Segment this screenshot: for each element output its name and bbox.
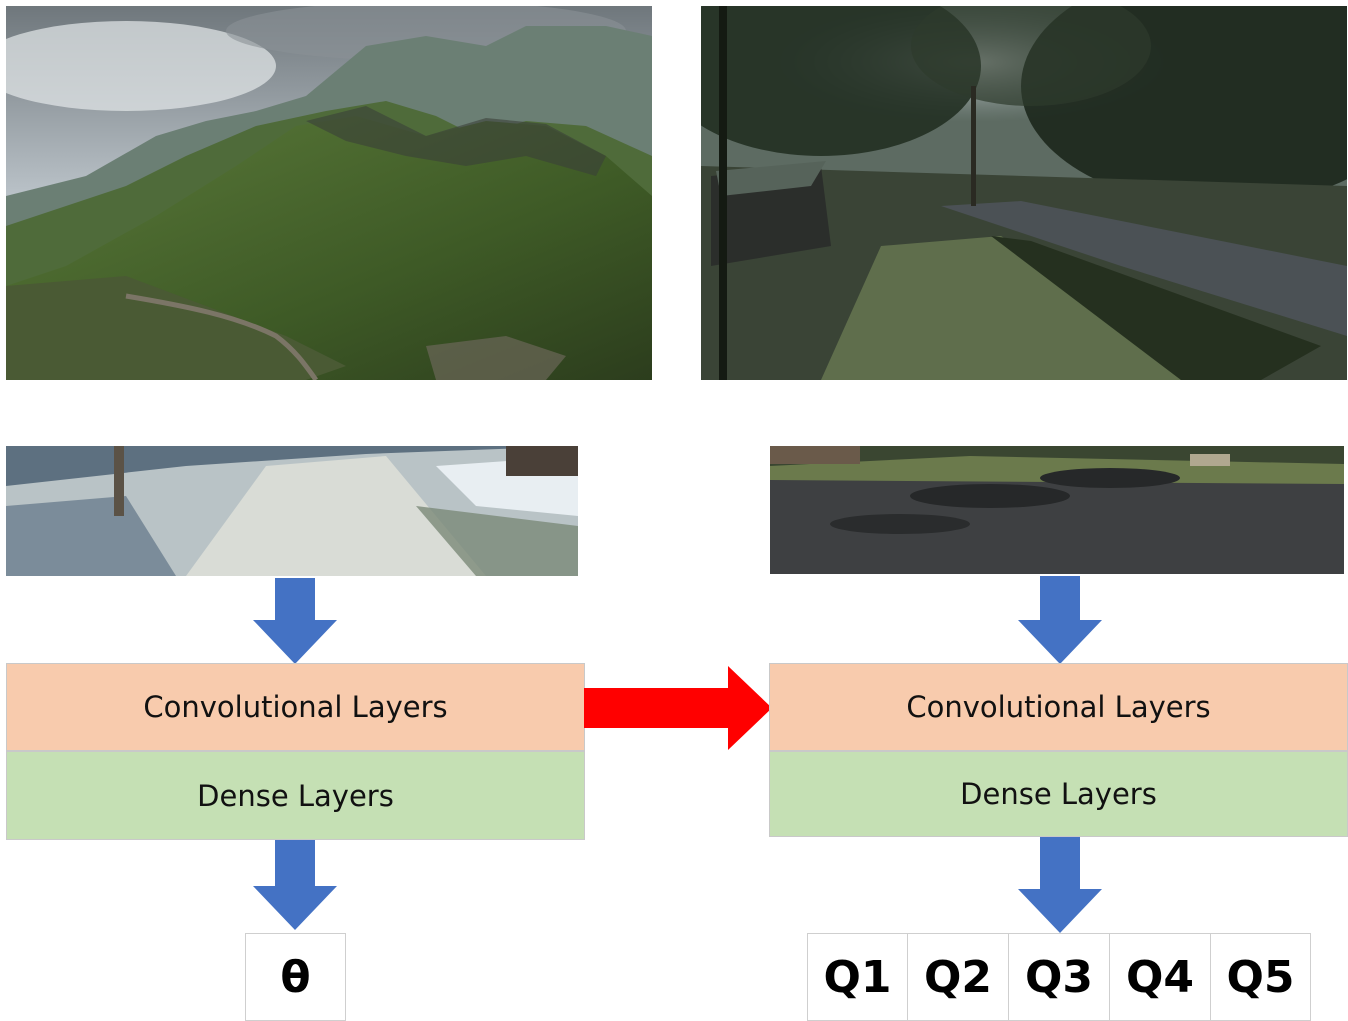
right-dense-label: Dense Layers: [960, 777, 1157, 811]
theta-output-box: θ: [245, 933, 346, 1021]
snowy-road-image: [6, 446, 578, 576]
q2-output-box: Q2: [907, 933, 1009, 1021]
q3-output-label: Q3: [1024, 951, 1094, 1003]
q1-output-label: Q1: [823, 951, 892, 1003]
asphalt-road-image: [770, 446, 1344, 574]
input-flow-arrow-right: [1018, 576, 1102, 664]
right-conv-label: Convolutional Layers: [906, 690, 1211, 724]
left-convolutional-layers: Convolutional Layers: [6, 663, 585, 751]
right-convolutional-layers: Convolutional Layers: [769, 663, 1348, 751]
q1-output-box: Q1: [807, 933, 908, 1021]
q5-output-box: Q5: [1210, 933, 1311, 1021]
theta-output-label: θ: [280, 951, 311, 1003]
q4-output-label: Q4: [1125, 951, 1195, 1003]
output-flow-arrow-right: [1018, 837, 1102, 933]
left-conv-label: Convolutional Layers: [143, 690, 448, 724]
suburban-street-image: [701, 6, 1347, 380]
mountain-landscape-image: [6, 6, 652, 380]
q5-output-label: Q5: [1226, 951, 1295, 1003]
q4-output-box: Q4: [1109, 933, 1211, 1021]
output-flow-arrow-left: [253, 840, 337, 930]
input-flow-arrow-left: [253, 578, 337, 664]
right-dense-layers: Dense Layers: [769, 751, 1348, 837]
transfer-arrow: [584, 666, 772, 750]
q3-output-box: Q3: [1008, 933, 1110, 1021]
q2-output-label: Q2: [923, 951, 993, 1003]
left-dense-layers: Dense Layers: [6, 751, 585, 840]
left-dense-label: Dense Layers: [197, 778, 394, 813]
